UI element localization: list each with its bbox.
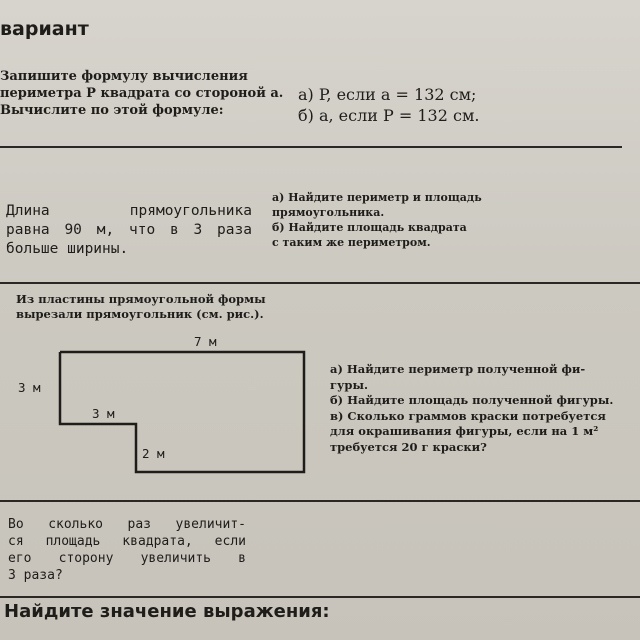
- word: квадрата,: [122, 534, 193, 549]
- figure-diagram: 7 м 3 м 3 м 2 м: [18, 334, 306, 474]
- task4-line: ся площадь квадрата, если: [8, 533, 246, 550]
- task1-question-a: а) P, если a = 132 см;: [298, 85, 477, 104]
- task3-question-line: а) Найдите периметр полученной фи-: [330, 362, 586, 376]
- task2-line: больше ширины.: [6, 241, 129, 257]
- task2-questions: а) Найдите периметр и площадь прямоуголь…: [272, 190, 482, 250]
- word: равна: [6, 222, 50, 238]
- figure-left-label: 3 м: [18, 380, 41, 395]
- divider: [0, 146, 622, 148]
- task3-question-line: б) Найдите площадь полученной фигуры.: [330, 393, 614, 407]
- task3-intro: Из пластины прямоугольной формы вырезали…: [16, 292, 266, 322]
- word: ся: [8, 534, 24, 549]
- figure-cut-height-label: 2 м: [142, 446, 165, 461]
- task2-question-line: б) Найдите площадь квадрата: [272, 221, 467, 234]
- task5-title: Найдите значение выражения:: [4, 601, 330, 622]
- divider: [0, 500, 640, 502]
- word: в: [169, 222, 179, 238]
- task3-intro-line: Из пластины прямоугольной формы: [16, 292, 266, 306]
- word: увеличит-: [175, 517, 246, 532]
- task3-intro-line: вырезали прямоугольник (см. рис.).: [16, 307, 264, 321]
- task3-question-line: требуется 20 г краски?: [330, 439, 487, 454]
- word: увеличить: [140, 551, 212, 566]
- word: Длина: [6, 203, 50, 219]
- task3-question-line: в) Сколько граммов краски потребуется: [330, 408, 606, 423]
- task2-text: Длина прямоугольника равна 90 м, что в 3…: [6, 202, 252, 259]
- task1-line: Вычислите по этой формуле:: [0, 103, 224, 118]
- word: прямоугольника: [129, 203, 252, 219]
- word: раз: [127, 517, 151, 532]
- task1-text: Запишите формулу вычисления периметра P …: [0, 68, 283, 119]
- task2-question-line: а) Найдите периметр и площадь: [272, 191, 482, 204]
- task3-questions: а) Найдите периметр полученной фи- гуры.…: [330, 362, 613, 455]
- task4-line: его сторону увеличить в: [8, 550, 246, 567]
- task2-line: Длина прямоугольника: [6, 202, 252, 221]
- figure-cut-width-label: 3 м: [92, 406, 115, 421]
- word: площадь: [45, 534, 101, 549]
- task3-question-line: для окрашивания фигуры, если на 1 м²: [330, 424, 599, 438]
- divider: [0, 282, 640, 284]
- task4-text: Во сколько раз увеличит- ся площадь квад…: [8, 516, 246, 584]
- task3-question-line: гуры.: [330, 377, 368, 392]
- figure-outline: [58, 350, 306, 474]
- task2-question-line: с таким же периметром.: [272, 236, 431, 249]
- word: его: [8, 551, 32, 566]
- word: если: [214, 534, 246, 549]
- word: в: [238, 551, 246, 566]
- divider: [0, 596, 640, 598]
- word: Во: [8, 517, 24, 532]
- task4-line: 3 раза?: [8, 568, 63, 583]
- task2-question-line: прямоугольника.: [272, 206, 385, 219]
- task1-line: периметра P квадрата со стороной a.: [0, 86, 284, 101]
- task1-line: Запишите формулу вычисления: [0, 69, 248, 84]
- variant-heading: вариант: [0, 18, 89, 40]
- word: сторону: [58, 551, 114, 566]
- word: 3: [193, 222, 203, 238]
- figure-top-label: 7 м: [194, 334, 217, 349]
- task1-questions: а) P, если a = 132 см; б) a, если P = 13…: [298, 84, 479, 126]
- task1-question-b: б) a, если P = 132 см.: [298, 106, 480, 125]
- word: 90: [64, 222, 82, 238]
- word: сколько: [48, 517, 103, 532]
- task4-line: Во сколько раз увеличит-: [8, 516, 246, 533]
- word: раза: [217, 222, 252, 238]
- task2-line: равна 90 м, что в 3 раза: [6, 221, 252, 240]
- word: что: [128, 222, 156, 238]
- word: м,: [96, 222, 115, 238]
